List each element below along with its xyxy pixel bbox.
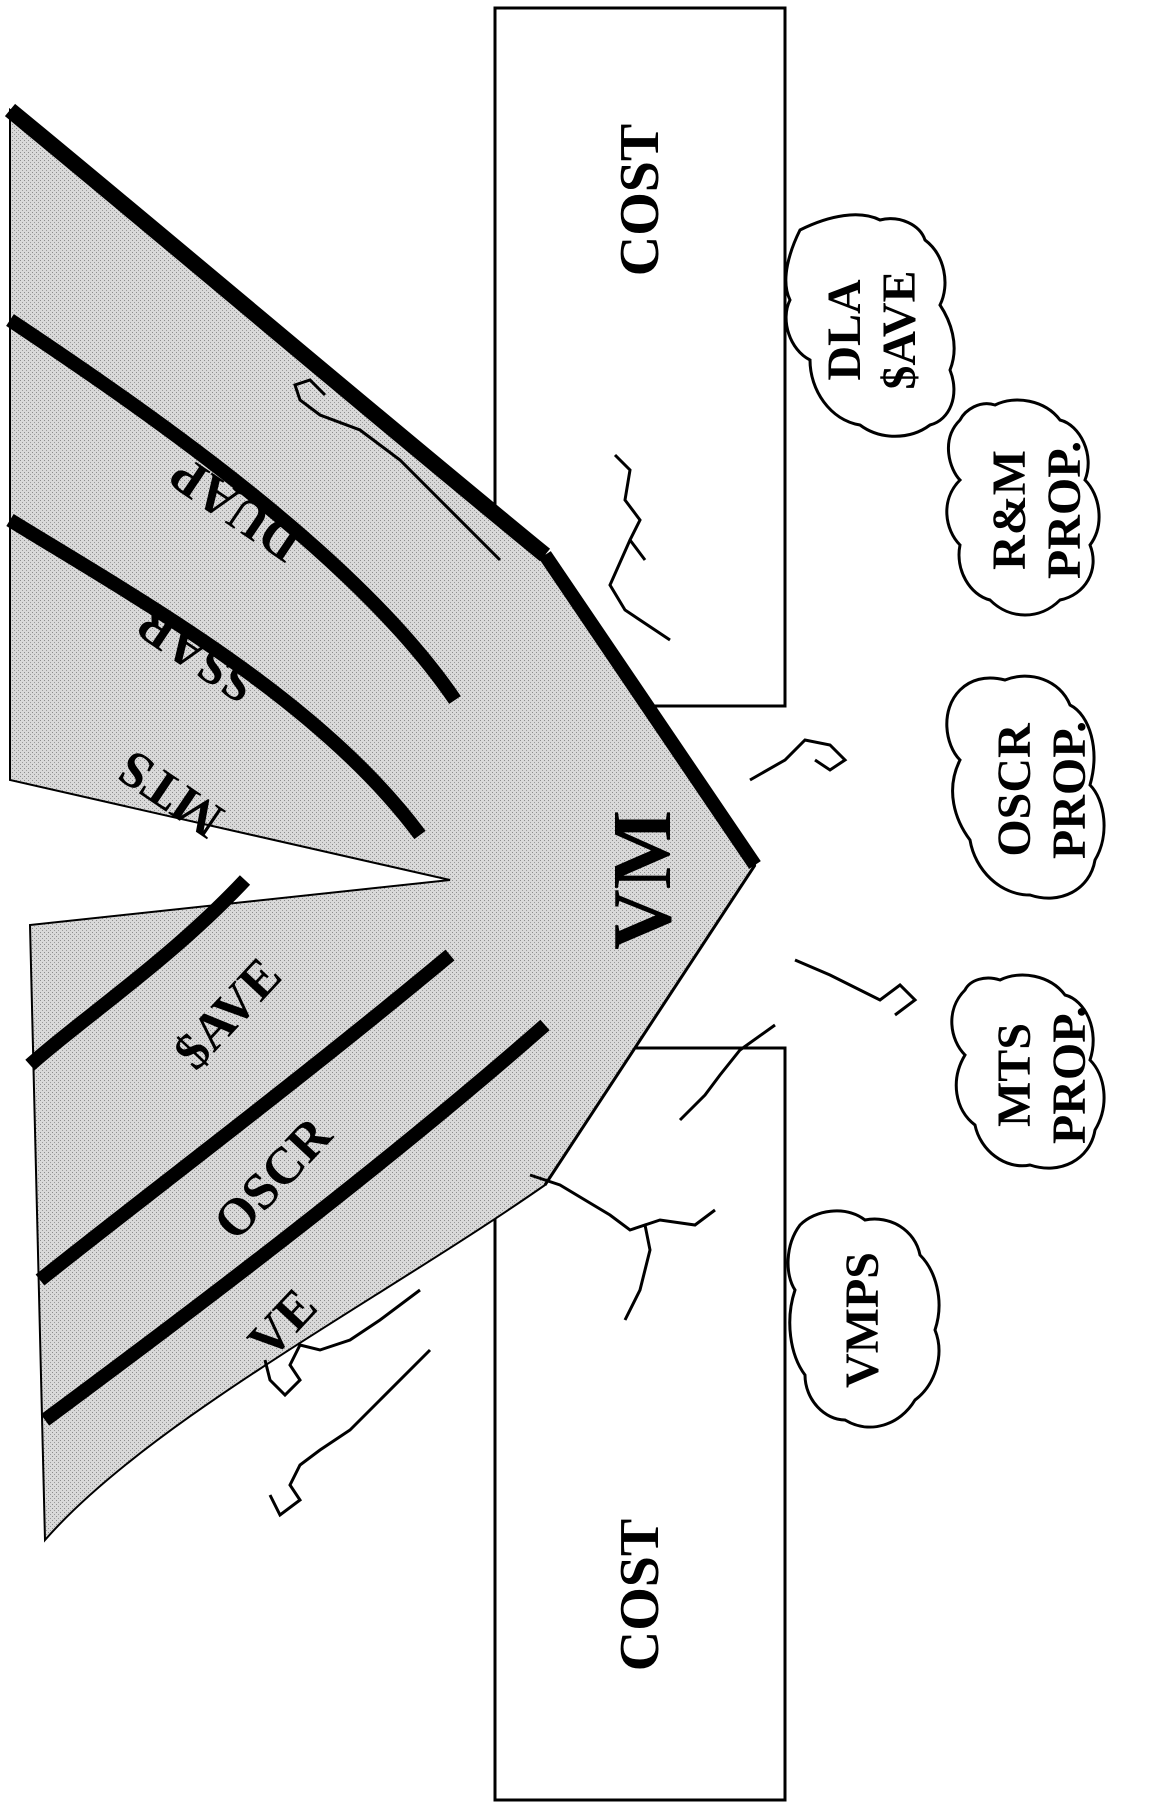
crack-upper-1: [293, 378, 502, 562]
cloud-mts-line2: PROP.: [1043, 1006, 1096, 1144]
cloud-rm-line2: PROP.: [1038, 441, 1091, 579]
arrow-head-border-top: [539, 551, 761, 869]
lane-divider-2: [6, 514, 426, 840]
lane-divider-3: [25, 875, 251, 1071]
lane-divider-1: [6, 314, 461, 704]
wall-bottom-label: COST: [609, 1519, 671, 1672]
cloud-dla-save: [784, 213, 956, 438]
crack-left-2: [268, 1348, 432, 1518]
cloud-oscr-prop: [945, 674, 1106, 900]
cloud-rm-prop: [945, 398, 1101, 617]
cloud-dla-line2: $AVE: [873, 270, 926, 389]
crack-upper-2: [608, 453, 671, 642]
cloud-mts-line1: MTS: [988, 1023, 1041, 1127]
lane-divider-4: [35, 949, 455, 1286]
cloud-vmps-line1: VMPS: [836, 1252, 889, 1388]
arrow-head-border-bottom: [543, 864, 757, 1186]
crack-tip-lower: [794, 958, 918, 1017]
cloud-vmps: [786, 1209, 941, 1429]
wall-top-label: COST: [609, 124, 671, 277]
cloud-rm-line1: R&M: [983, 450, 1036, 570]
upper-stream-border: [4, 103, 551, 562]
crack-left-1: [263, 1288, 421, 1398]
cloud-mts-prop: [950, 973, 1106, 1170]
arrow-label: VM: [596, 810, 689, 950]
cloud-oscr-line1: OSCR: [988, 722, 1041, 857]
cloud-dla-line1: DLA: [818, 279, 871, 381]
crack-tip-upper: [749, 738, 848, 782]
crack-lower-1: [678, 1023, 776, 1122]
cloud-oscr-line2: PROP.: [1043, 721, 1096, 859]
lane-divider-5: [40, 1019, 550, 1426]
crack-lower-2: [529, 1173, 716, 1321]
